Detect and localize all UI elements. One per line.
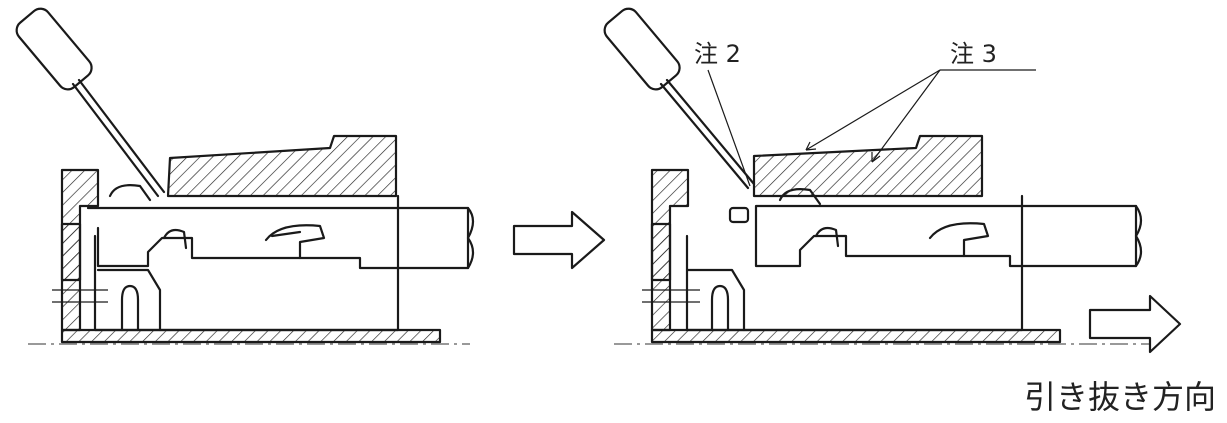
leader-lines <box>707 69 1036 187</box>
housing-before <box>52 168 442 344</box>
figure-before <box>15 7 475 345</box>
figure-after <box>603 7 1150 345</box>
note3-label: 注 3 <box>950 40 997 68</box>
note2-label: 注 2 <box>694 40 741 68</box>
plug-after <box>728 188 1143 268</box>
pull-direction-arrow-icon <box>1088 294 1182 354</box>
plug-before <box>86 184 475 270</box>
housing-after <box>642 168 1062 344</box>
tool-after <box>603 7 756 190</box>
latch-after <box>752 134 984 198</box>
pull-direction-label: 引き抜き方向 <box>1024 378 1216 416</box>
tool-before <box>15 7 166 198</box>
latch-before <box>166 134 398 198</box>
step-arrow-icon <box>512 210 606 270</box>
